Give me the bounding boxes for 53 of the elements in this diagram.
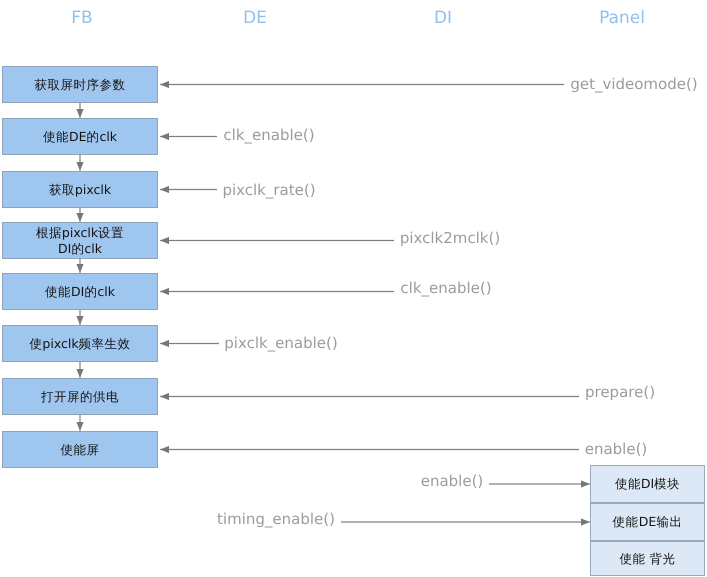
process-box bbox=[590, 503, 705, 541]
box-text: 使能DE输出 bbox=[612, 514, 682, 530]
column-header: Panel bbox=[599, 8, 645, 28]
arrow bbox=[76, 310, 84, 325]
box-text: 使能 背光 bbox=[620, 550, 676, 566]
arrow bbox=[76, 362, 84, 378]
box-text: 获取pixclk bbox=[48, 182, 112, 198]
process-box bbox=[2, 222, 158, 259]
function-call-label: pixclk_enable() bbox=[224, 334, 338, 352]
arrow bbox=[76, 155, 84, 171]
process-box bbox=[590, 465, 705, 503]
function-call-label: pixclk_rate() bbox=[222, 181, 316, 199]
function-call-label: enable() bbox=[420, 472, 484, 490]
process-box bbox=[2, 325, 158, 362]
process-box bbox=[590, 541, 705, 576]
arrow bbox=[489, 480, 590, 488]
arrow bbox=[76, 415, 84, 431]
column-header: DE bbox=[243, 8, 267, 28]
box-text: 使能DI的clk bbox=[45, 284, 115, 300]
box-text: 使能屏 bbox=[60, 442, 100, 458]
arrow bbox=[160, 392, 579, 400]
process-box bbox=[2, 66, 158, 103]
arrow bbox=[160, 446, 579, 454]
function-call-label: get_videomode() bbox=[570, 75, 698, 93]
function-call-label: enable() bbox=[584, 440, 648, 458]
arrow bbox=[76, 103, 84, 118]
arrow bbox=[341, 518, 590, 526]
arrow bbox=[160, 288, 394, 296]
box-text: 获取屏时序参数 bbox=[34, 76, 126, 92]
arrow bbox=[76, 208, 84, 222]
arrow bbox=[160, 186, 217, 194]
function-call-label: clk_enable() bbox=[223, 126, 315, 144]
arrow bbox=[76, 259, 84, 273]
process-box bbox=[2, 273, 158, 310]
arrow bbox=[160, 80, 564, 88]
box-text: 使pixclk频率生效 bbox=[29, 336, 131, 352]
arrow bbox=[160, 236, 394, 244]
process-box bbox=[2, 378, 158, 415]
box-text: 根据pixclk设置DI的clk bbox=[34, 224, 126, 256]
process-box bbox=[2, 431, 158, 468]
arrow bbox=[160, 340, 219, 348]
column-header: DI bbox=[434, 8, 452, 28]
function-call-label: clk_enable() bbox=[400, 279, 492, 297]
box-text: 打开屏的供电 bbox=[41, 388, 119, 404]
function-call-label: timing_enable() bbox=[217, 510, 335, 528]
function-call-label: pixclk2mclk() bbox=[400, 229, 500, 247]
process-box bbox=[2, 171, 158, 208]
function-call-label: prepare() bbox=[584, 383, 656, 401]
column-header: FB bbox=[71, 8, 93, 28]
process-box bbox=[2, 118, 158, 155]
arrow bbox=[160, 132, 217, 140]
box-text: 使能DE的clk bbox=[42, 128, 118, 144]
box-text: 使能DI模块 bbox=[614, 476, 680, 492]
